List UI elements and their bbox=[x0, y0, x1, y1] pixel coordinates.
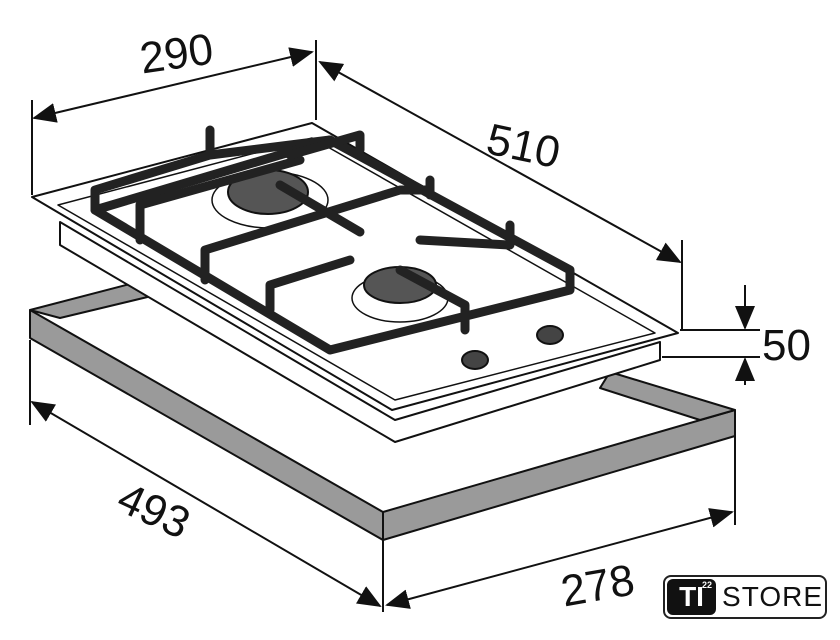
logo-badge-text: TI bbox=[679, 581, 704, 612]
store-logo: TI 22 STORE bbox=[663, 575, 827, 619]
dimension-label-290: 290 bbox=[137, 25, 217, 84]
dimension-line-493 bbox=[30, 400, 382, 608]
hob-body bbox=[31, 122, 679, 443]
logo-superscript: 22 bbox=[702, 580, 713, 590]
dimension-line-510 bbox=[318, 61, 682, 263]
dimension-label-50: 50 bbox=[762, 321, 811, 370]
dimension-label-493: 493 bbox=[110, 473, 197, 548]
control-knob bbox=[461, 350, 489, 370]
control-knob bbox=[536, 325, 564, 345]
logo-badge: TI 22 bbox=[667, 579, 717, 615]
dimension-line-278 bbox=[385, 508, 734, 609]
dimension-label-510: 510 bbox=[482, 115, 564, 178]
dimension-label-278: 278 bbox=[557, 555, 638, 616]
dimension-line-290 bbox=[32, 47, 314, 123]
logo-text: STORE bbox=[722, 581, 823, 612]
